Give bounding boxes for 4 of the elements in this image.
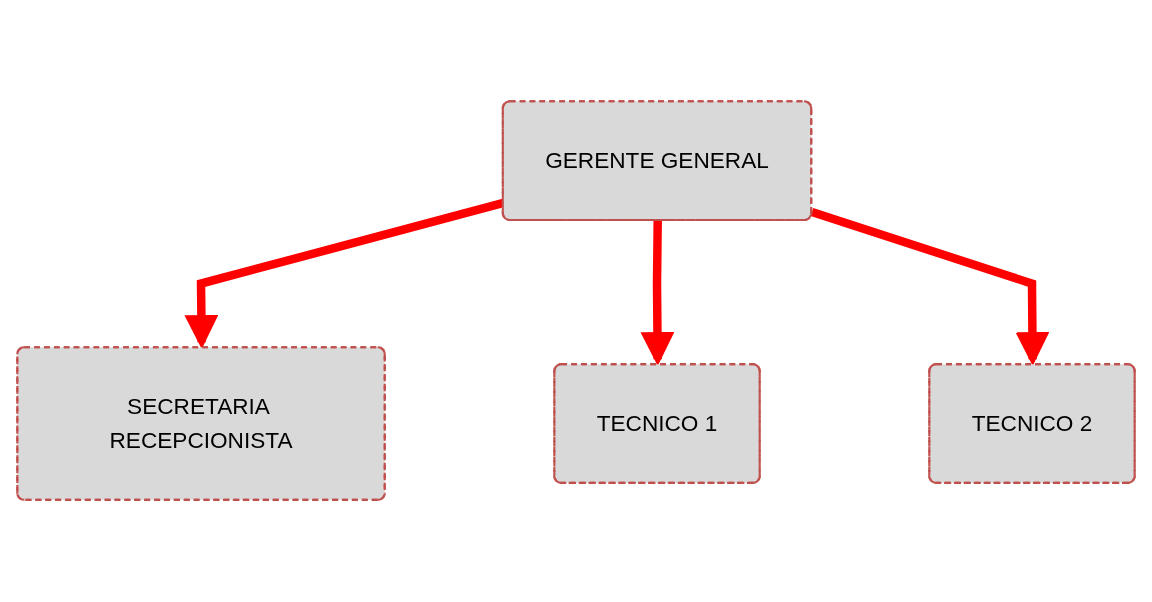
org-chart-box: TECNICO 1 [553, 363, 761, 485]
org-chart-box: SECRETARIA RECEPCIONISTA [16, 346, 386, 502]
org-chart-box: GERENTE GENERAL [501, 100, 813, 222]
org-chart-box: TECNICO 2 [928, 363, 1136, 485]
